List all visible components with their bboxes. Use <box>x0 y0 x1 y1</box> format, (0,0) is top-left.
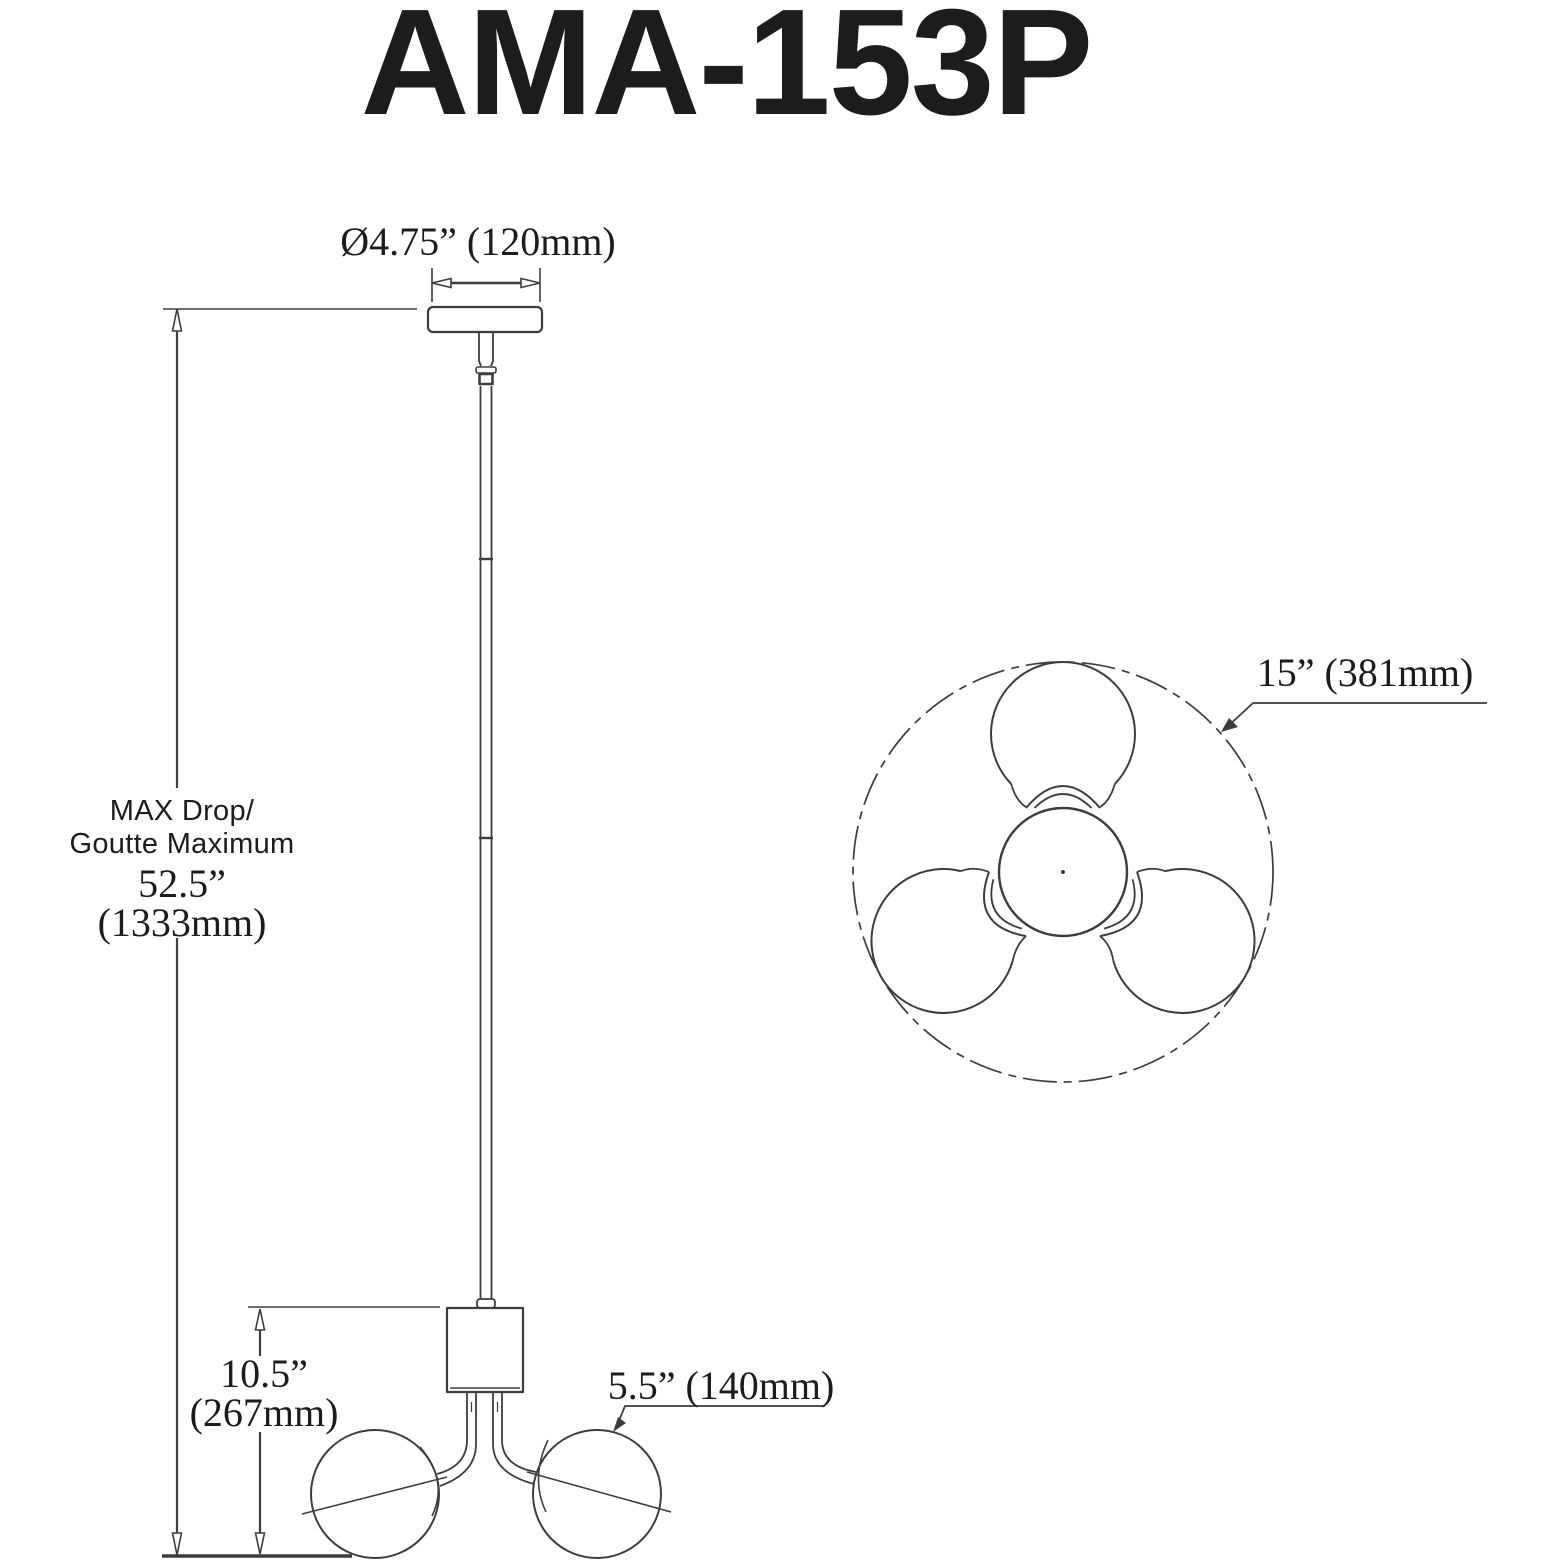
right-globe-seam-line <box>526 1471 672 1513</box>
hub-center-dot <box>1061 870 1065 874</box>
hang-straight <box>478 332 494 367</box>
lowerright-globe-neck-a <box>1136 867 1166 873</box>
right-globe <box>532 1429 662 1559</box>
body-height-label: 10.5” (267mm) <box>189 1351 339 1435</box>
canopy-dim-arrow-left <box>431 277 452 289</box>
right-arm-outer <box>501 1392 537 1473</box>
body-height-value-mm: (267mm) <box>189 1390 339 1435</box>
left-globe-seam-line <box>301 1476 448 1515</box>
front-view <box>301 305 672 1559</box>
lowerright-globe-neck-b <box>1099 935 1115 961</box>
canopy-outline <box>426 305 544 334</box>
max-drop-value-in: 52.5” <box>138 861 226 906</box>
max-drop-label: MAX Drop/ Goutte Maximum 52.5” (1333mm) <box>69 795 295 945</box>
top-globe-socket-inner <box>1033 793 1093 809</box>
hub-top-circle <box>997 806 1129 938</box>
left-arm-outer <box>436 1392 468 1475</box>
bodyheight-arrow-up <box>254 1308 266 1331</box>
canopy-diameter-label: Ø4.75” (120mm) <box>340 219 616 264</box>
fixture-diameter-label: 15” (381mm) <box>1256 650 1474 695</box>
swivel-flange <box>475 366 497 374</box>
bodyheight-arrow-down <box>254 1532 266 1555</box>
globe-dia-leader <box>615 1405 825 1429</box>
model-number-title: AMA-153P <box>360 0 1094 146</box>
fixture-dia-arrow <box>1221 718 1238 732</box>
top-globe-outline <box>990 660 1136 785</box>
top-globe-neck-right <box>1099 783 1116 808</box>
lowerleft-globe-socket-outer <box>983 871 1027 938</box>
right-globe-meridian <box>537 1439 549 1513</box>
max-drop-value-mm: (1333mm) <box>97 900 267 945</box>
swivel-joint <box>478 372 494 386</box>
hub-body <box>445 1306 525 1394</box>
lowerright-globe-socket-inner <box>1103 879 1136 930</box>
canopy-dim-arrow-right <box>520 277 541 289</box>
globe-diameter-label: 5.5” (140mm) <box>607 1363 835 1408</box>
lowerleft-globe-neck-a <box>1011 935 1027 961</box>
left-globe-meridian <box>419 1446 440 1517</box>
maxdrop-arrow-up <box>171 308 183 332</box>
lowerleft-globe-neck-b <box>960 867 990 873</box>
max-drop-label-en: MAX Drop/ <box>109 795 255 827</box>
lowerright-globe-socket-outer <box>1099 871 1143 938</box>
dimension-lines <box>162 268 1487 1558</box>
lowerleft-globe-outline <box>870 868 1014 1014</box>
fixture-dia-leader <box>1225 702 1487 729</box>
maxdrop-arrow-down <box>171 1532 183 1556</box>
body-height-value-in: 10.5” <box>220 1351 308 1396</box>
left-arm-inner <box>439 1392 477 1487</box>
top-view <box>852 660 1274 1083</box>
top-globe-neck-left <box>1010 783 1027 808</box>
lowerright-globe-outline <box>1112 868 1256 1014</box>
top-globe-socket-outer <box>1025 785 1101 809</box>
lowerleft-globe-socket-inner <box>990 879 1023 930</box>
left-globe <box>310 1429 440 1559</box>
hub-collar <box>476 1298 496 1309</box>
right-arm-inner <box>492 1392 535 1485</box>
max-drop-label-fr: Goutte Maximum <box>69 828 295 860</box>
spread-phantom-circle <box>852 661 1274 1083</box>
globe-dia-arrow <box>613 1417 626 1432</box>
